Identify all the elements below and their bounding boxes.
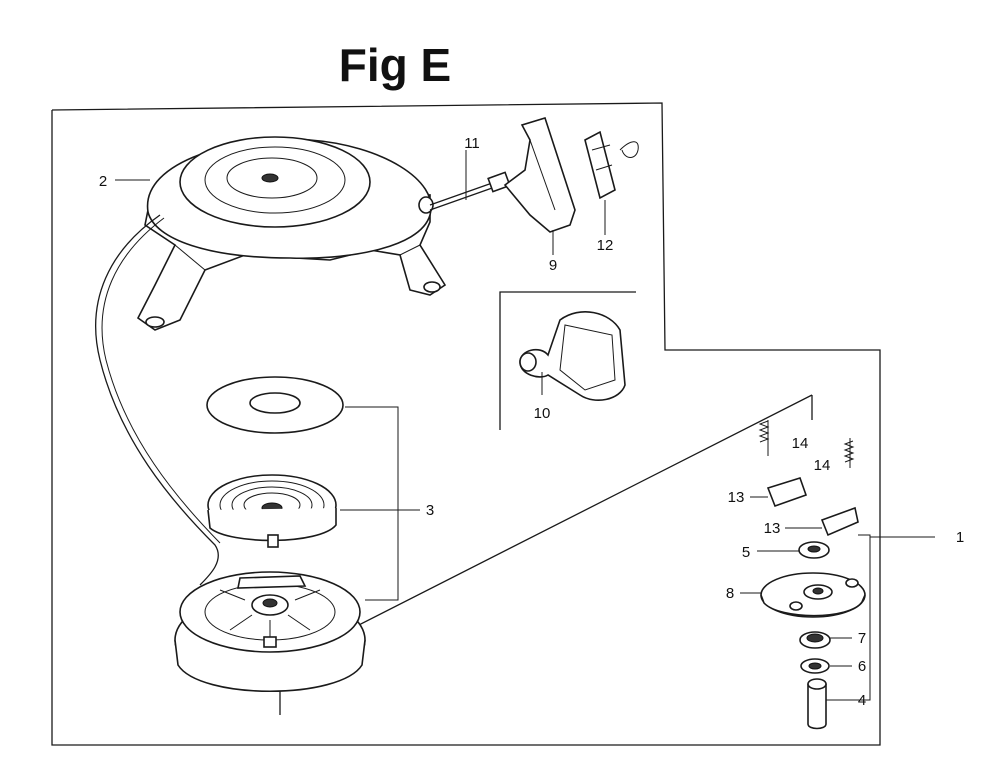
label-11: 11 (464, 135, 480, 152)
spring-7 (799, 631, 831, 649)
ratchet (760, 572, 866, 618)
washer-6 (800, 658, 830, 674)
label-4: 4 (858, 692, 866, 709)
label-14b: 14 (814, 457, 831, 474)
label-1: 1 (956, 529, 964, 546)
label-10: 10 (534, 405, 551, 422)
label-7: 7 (858, 630, 866, 647)
pawl-right (820, 506, 859, 537)
shaft-4 (807, 678, 827, 730)
starter-cover (136, 136, 447, 331)
label-12: 12 (597, 237, 614, 254)
inset-box (499, 291, 636, 430)
label-3: 3 (426, 502, 434, 519)
label-14a: 14 (792, 435, 809, 452)
washer-plate (206, 376, 344, 434)
starter-rope (95, 214, 219, 586)
alternate-handle (519, 311, 626, 401)
label-8: 8 (726, 585, 734, 602)
label-6: 6 (858, 658, 866, 675)
label-13a: 13 (728, 489, 745, 506)
figure-title: Fig E (338, 39, 452, 91)
pawl-spring-right (843, 438, 855, 468)
washer-5 (798, 541, 830, 559)
rope-segment (429, 171, 511, 211)
grip-insert (584, 130, 639, 200)
reel-pulley (174, 571, 366, 692)
pawl-left (766, 477, 808, 508)
pawl-spring-left (758, 420, 770, 456)
label-9: 9 (549, 257, 557, 274)
label-2: 2 (99, 173, 107, 190)
starter-rope-outer (101, 217, 221, 544)
label-13b: 13 (764, 520, 781, 537)
starter-grip (503, 117, 576, 233)
leader-lines (115, 150, 935, 701)
label-5: 5 (742, 544, 750, 561)
assembly-boundary (51, 102, 881, 746)
recoil-spring (207, 474, 337, 548)
